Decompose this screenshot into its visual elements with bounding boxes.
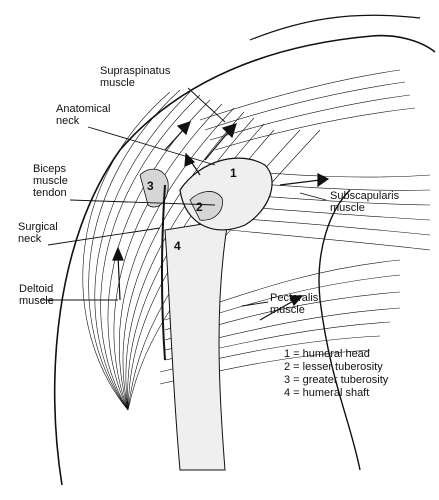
skin-top-line bbox=[249, 14, 421, 41]
arm-outline bbox=[53, 34, 436, 486]
label-anatomical-neck: Anatomical neck bbox=[56, 103, 111, 127]
label-pectoralis-muscle: Pectoralis muscle bbox=[270, 292, 319, 316]
biceps-tendon bbox=[160, 184, 166, 361]
humeral-head bbox=[179, 157, 273, 231]
marker-humeral-shaft: 4 bbox=[174, 239, 181, 253]
legend-key: 1 = humeral head 2 = lesser tuberosity 3… bbox=[284, 348, 388, 400]
motion-arrows bbox=[112, 121, 330, 321]
supraspinatus-fibers bbox=[199, 69, 416, 151]
greater-tuberosity bbox=[139, 168, 169, 208]
marker-humeral-head: 1 bbox=[230, 166, 237, 180]
label-biceps-muscle-tendon: Biceps muscle tendon bbox=[33, 163, 68, 199]
key-item: 4 = humeral shaft bbox=[284, 387, 370, 399]
marker-greater-tuberosity: 3 bbox=[147, 179, 154, 193]
key-item: 3 = greater tuberosity bbox=[284, 374, 389, 386]
leader-lines bbox=[40, 87, 327, 307]
label-supraspinatus-muscle: Supraspinatus muscle bbox=[100, 65, 171, 89]
lesser-tuberosity bbox=[189, 191, 223, 221]
arm-outline-right bbox=[318, 189, 361, 471]
marker-lesser-tuberosity: 2 bbox=[196, 200, 203, 214]
label-deltoid-muscle: Deltoid muscle bbox=[19, 283, 54, 307]
humerus-shaft bbox=[164, 219, 229, 471]
label-subscapularis-muscle: Subscapularis muscle bbox=[330, 190, 400, 214]
label-surgical-neck: Surgical neck bbox=[18, 221, 58, 245]
key-item: 2 = lesser tuberosity bbox=[284, 361, 383, 373]
key-item: 1 = humeral head bbox=[284, 348, 370, 360]
